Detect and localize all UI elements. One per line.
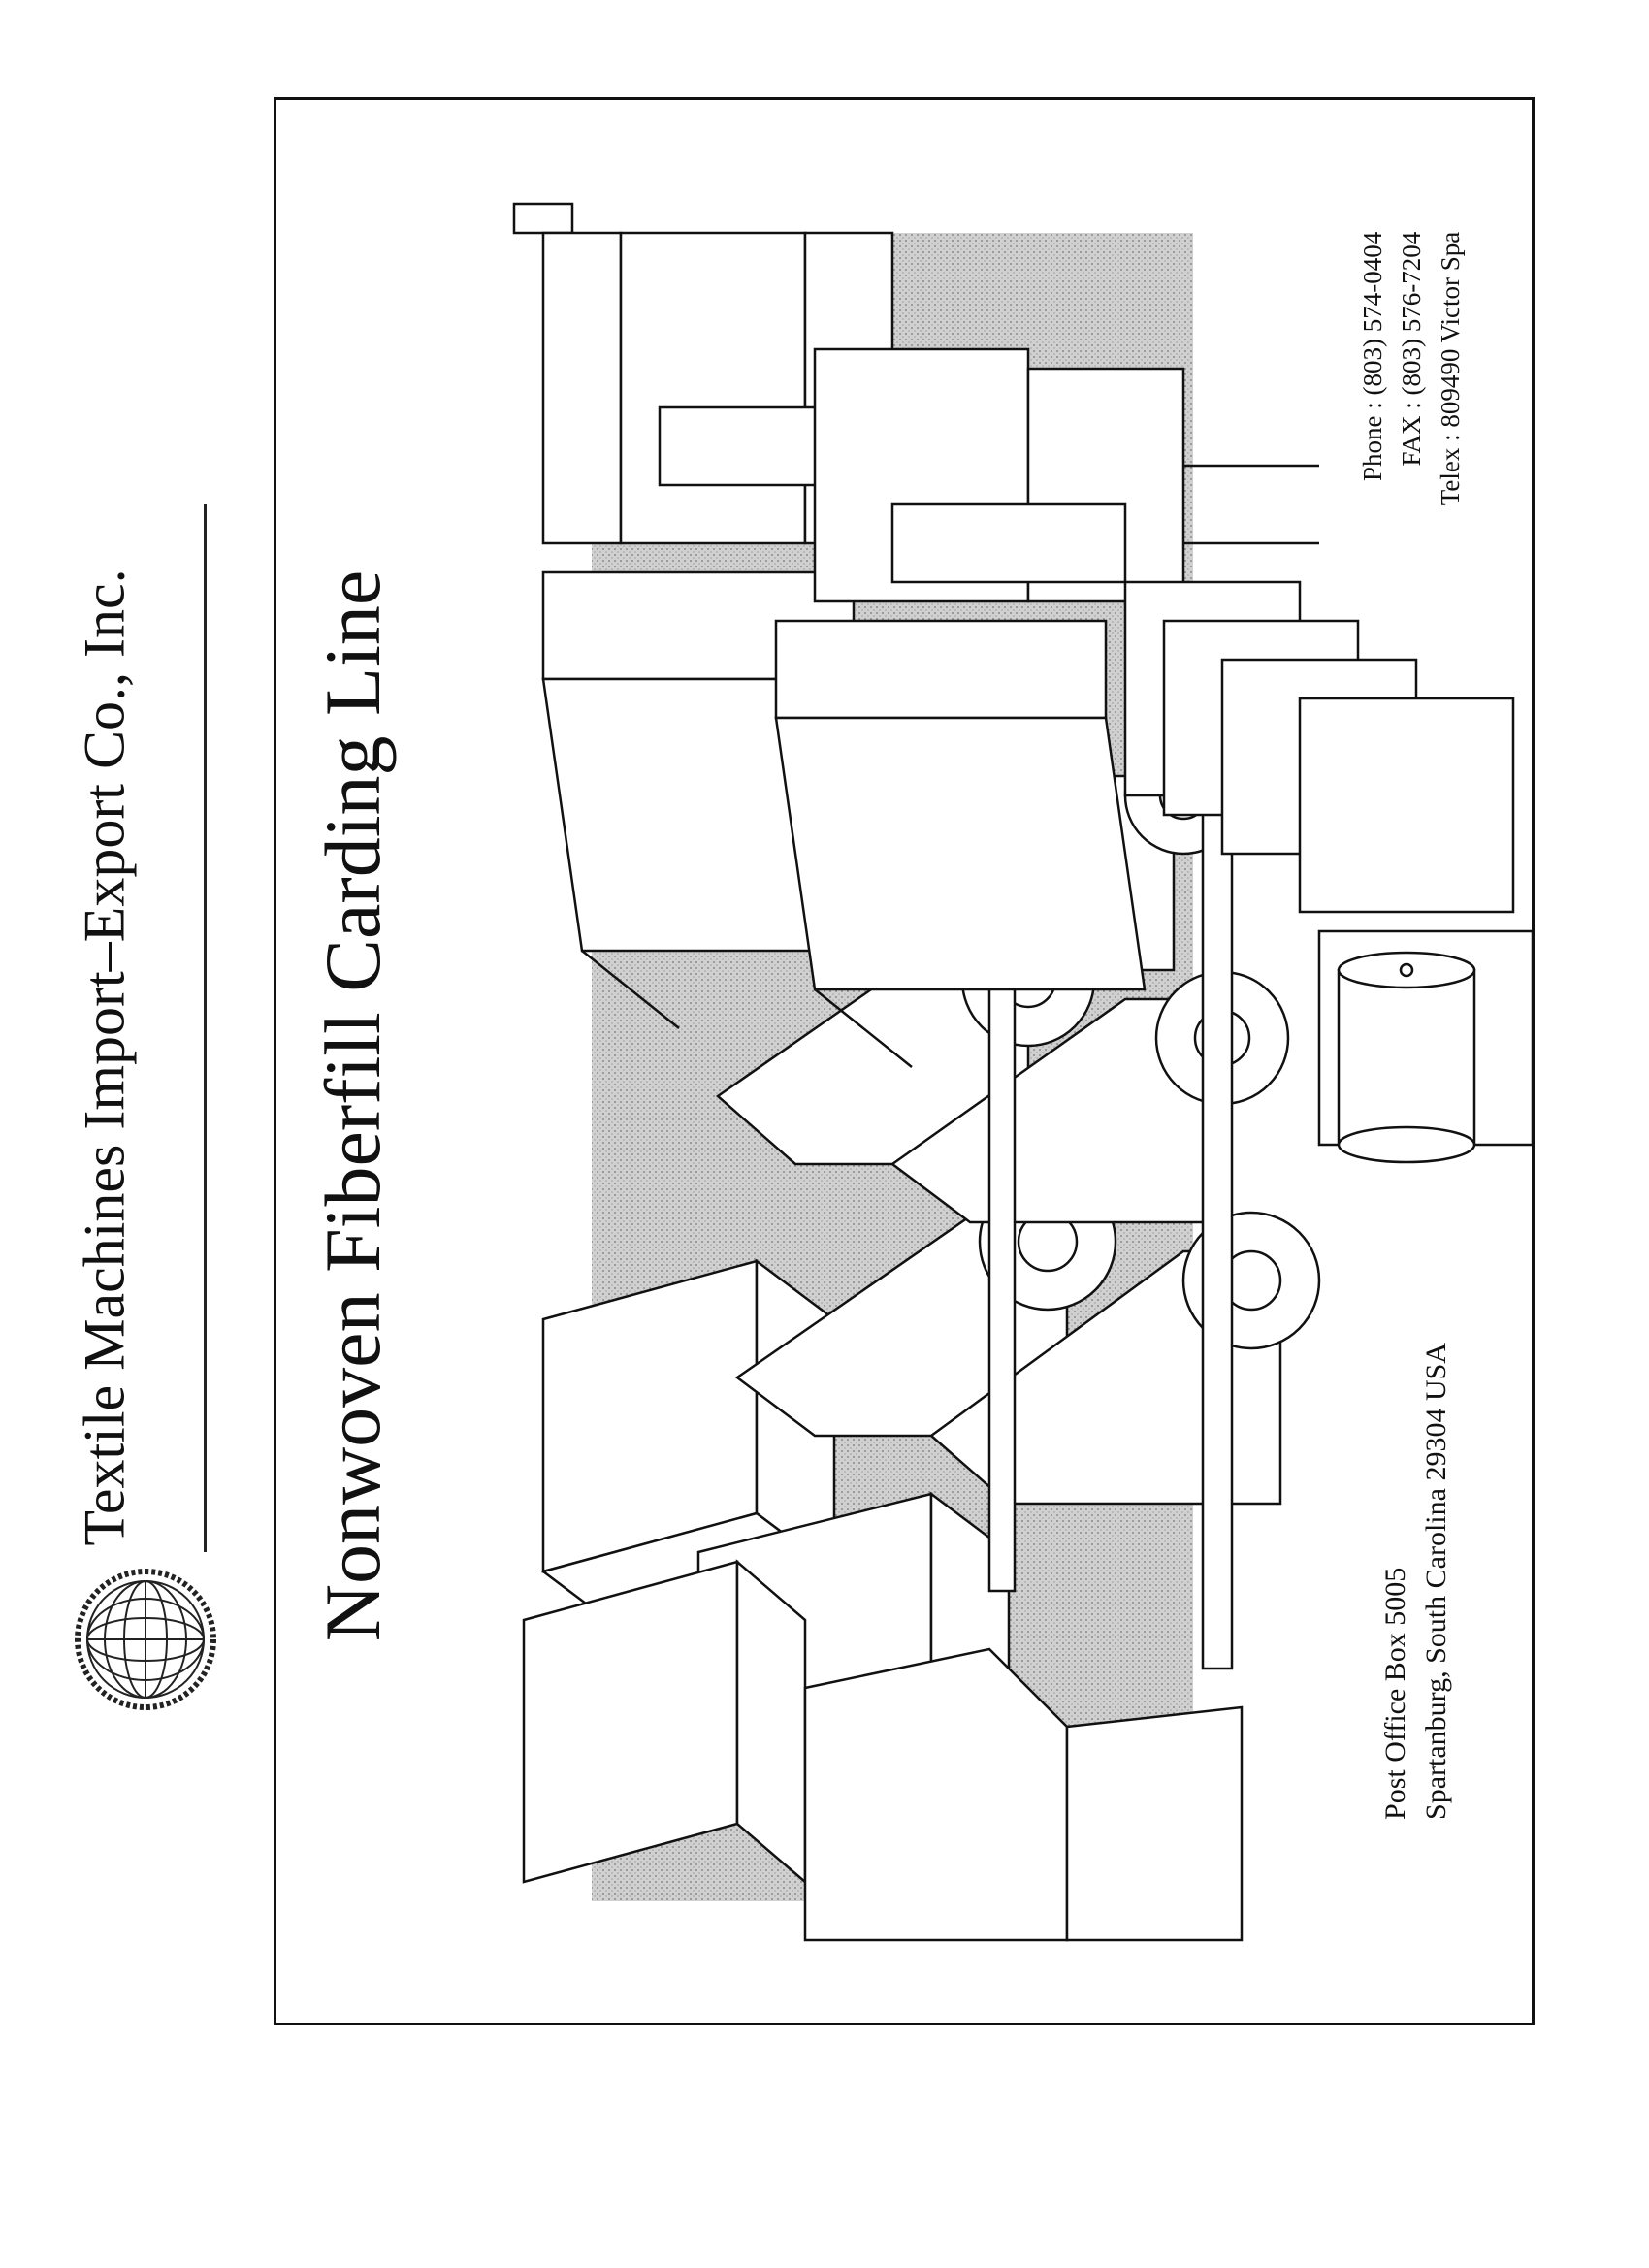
conveyor-frames xyxy=(512,202,1319,603)
fiberfill-roll xyxy=(1337,951,1476,1164)
fax-number: FAX : (803) 576-7204 xyxy=(1397,231,1426,467)
diagram-frame xyxy=(274,97,1535,2025)
company-name: Textile Machines Import–Export Co., Inc. xyxy=(72,568,137,1546)
phone-number: Phone : (803) 574-0404 xyxy=(1358,231,1387,482)
address-line-1: Post Office Box 5005 xyxy=(1379,1567,1411,1820)
cross-lappers xyxy=(541,570,1147,1068)
page-title: Nonwoven Fiberfill Carding Line xyxy=(308,569,397,1642)
address-block: Post Office Box 5005 Spartanburg, South … xyxy=(1375,1343,1457,1820)
globe-gear-logo-icon xyxy=(75,1569,216,1710)
address-line-2: Spartanburg, South Carolina 29304 USA xyxy=(1420,1343,1452,1820)
telex-number: Telex : 809490 Victor Spa xyxy=(1436,231,1465,506)
carding-line-illustration xyxy=(512,202,1533,1942)
header-rule xyxy=(204,504,207,1552)
contact-block: Phone : (803) 574-0404 FAX : (803) 576-7… xyxy=(1353,232,1470,505)
